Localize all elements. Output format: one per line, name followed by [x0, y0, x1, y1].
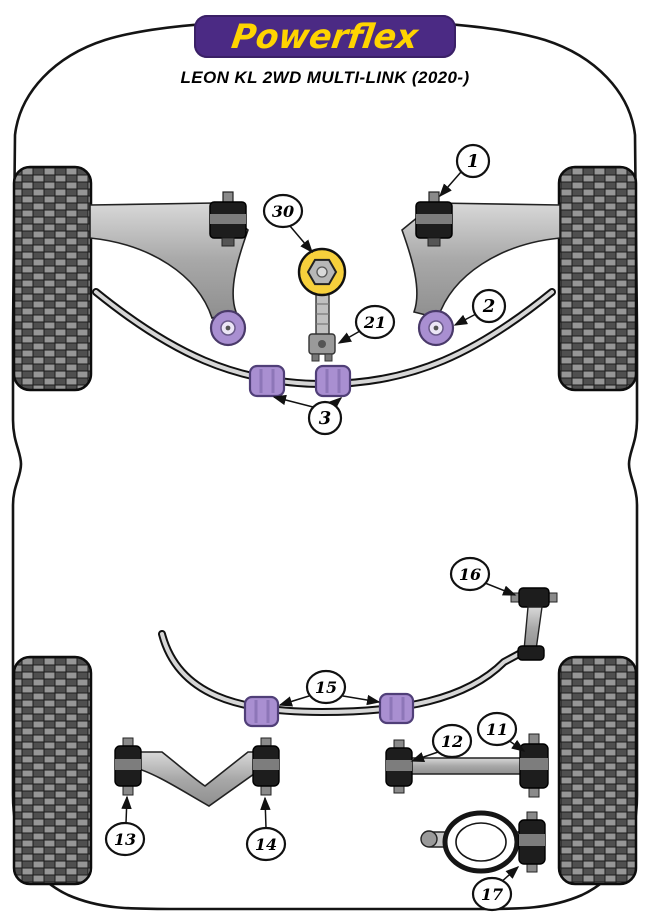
rear-arb-bush-right: [378, 692, 415, 725]
callout-11: 11: [476, 711, 518, 747]
callout-12: 12: [431, 723, 473, 759]
svg-text:16: 16: [459, 565, 481, 584]
svg-text:12: 12: [441, 732, 463, 751]
svg-text:21: 21: [363, 313, 386, 332]
front-arb-bush-right: [314, 364, 352, 398]
svg-text:17: 17: [481, 885, 503, 904]
tire-rear-right: [557, 655, 638, 886]
callout-16: 16: [449, 556, 491, 592]
callout-30: 30: [262, 193, 304, 229]
callout-17: 17: [471, 876, 513, 912]
rear-anti-roll-bar: [158, 630, 534, 717]
lower-engine-mount-link: [308, 293, 336, 362]
tire-front-right: [557, 165, 638, 392]
svg-text:11: 11: [486, 720, 508, 739]
svg-text:15: 15: [315, 678, 337, 697]
callout-1: 1: [455, 143, 491, 179]
powerflex-logo: Powerflex: [194, 15, 456, 58]
engine-mount-highlight: [297, 247, 347, 297]
svg-text:13: 13: [114, 830, 136, 849]
callout-14: 14: [245, 826, 287, 862]
tire-rear-left: [12, 655, 93, 886]
callout-21: 21: [354, 304, 396, 340]
svg-text:1: 1: [467, 151, 480, 172]
front-right-arm-rear-bushing: [415, 191, 453, 247]
svg-text:30: 30: [272, 202, 294, 221]
rear-arb-drop-link: [510, 587, 558, 661]
callout-3: 3: [307, 400, 343, 436]
diagram-title: LEON KL 2WD MULTI-LINK (2020-): [180, 68, 470, 87]
svg-text:3: 3: [319, 408, 332, 429]
front-left-arm-rear-bushing: [209, 191, 247, 247]
svg-text:2: 2: [482, 296, 496, 317]
callout-15: 15: [305, 669, 347, 705]
callout-2: 2: [471, 288, 507, 324]
powerflex-logo-text: Powerflex: [229, 16, 421, 57]
callout-13: 13: [104, 821, 146, 857]
svg-text:14: 14: [255, 835, 277, 854]
front-left-control-arm: [89, 202, 249, 319]
front-arb-bush-left: [248, 364, 286, 398]
rear-arb-bush-left: [243, 695, 280, 728]
rear-lower-arm: [385, 733, 549, 798]
front-left-arm-front-bushing: [209, 309, 247, 347]
front-right-arm-front-bushing: [417, 309, 455, 347]
tire-front-left: [12, 165, 93, 392]
rear-upper-arm: [420, 810, 546, 874]
rear-tie-bar: [114, 737, 280, 807]
